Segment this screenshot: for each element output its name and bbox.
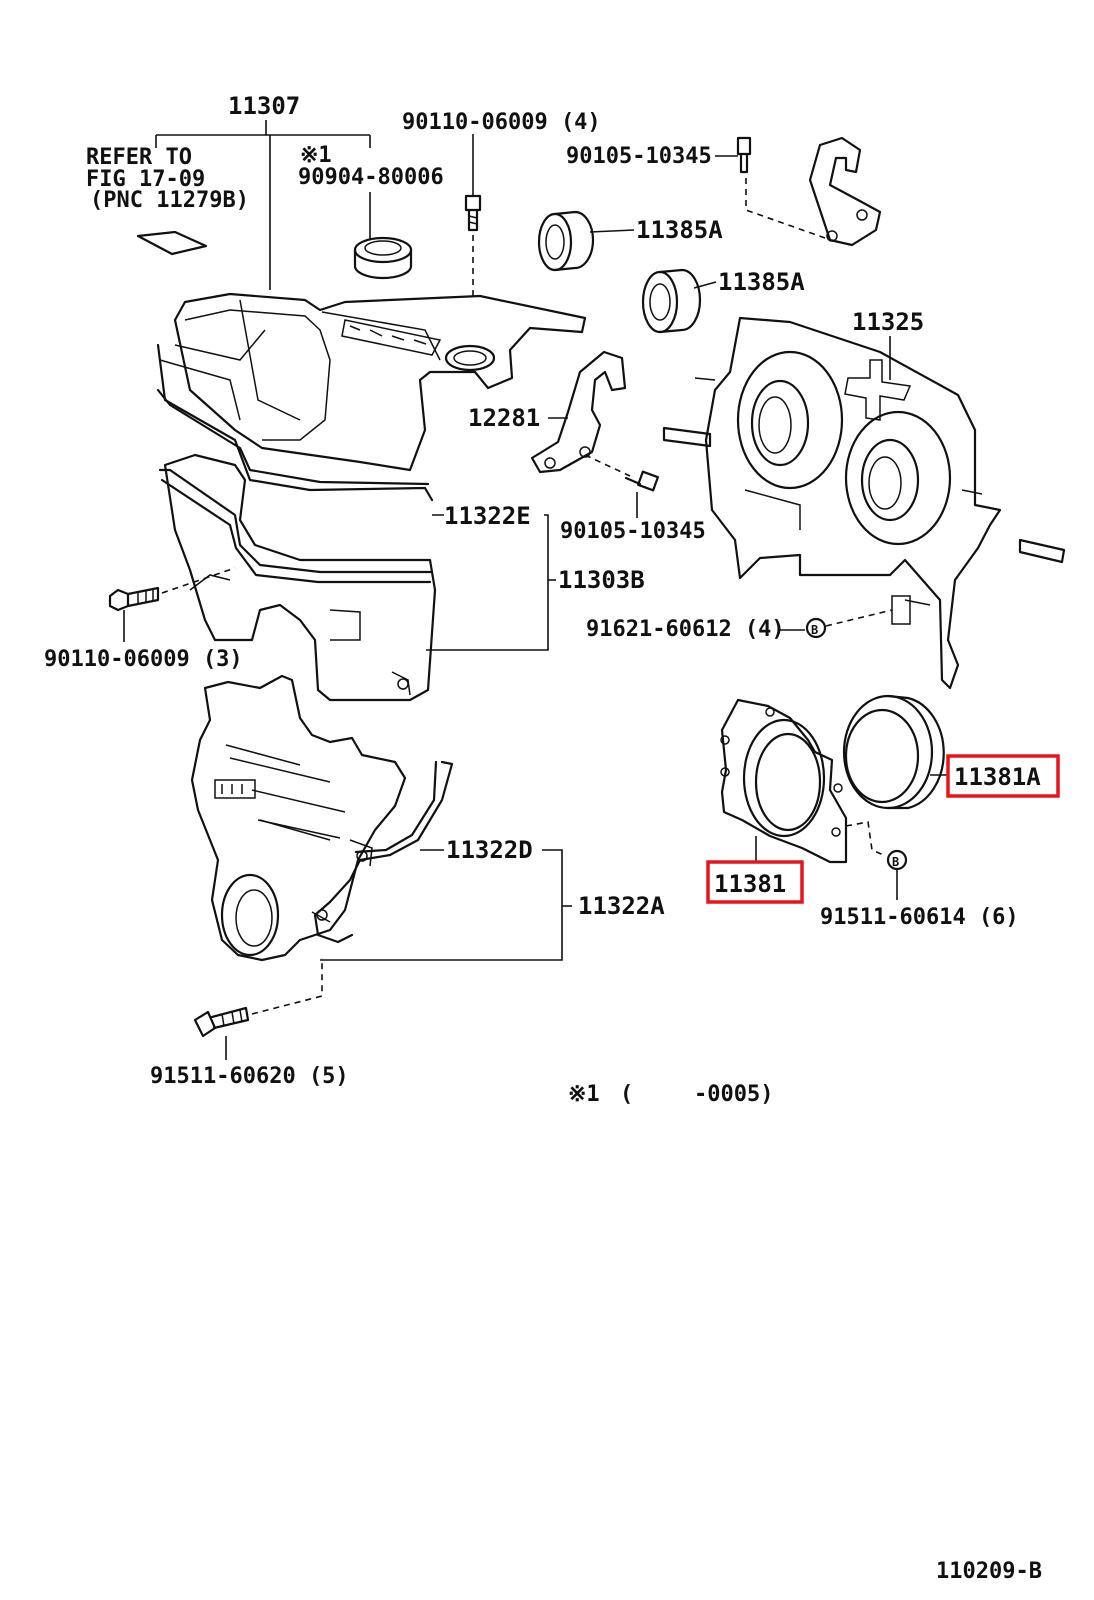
camshaft-seal-11385A-2 [641,268,702,334]
label-footnote-marker-1: ※1 [300,143,332,168]
highlight-box-11381 [706,860,804,904]
engine-hanger-bracket-12281 [530,350,627,474]
label-11322D: 11322D [446,836,533,864]
label-11381: 11381 [714,870,786,898]
nut-91621-60612: B [805,609,893,639]
label-91511-60614: 91511-60614 (6) [820,905,1019,930]
bolt-90110-06009-top [464,194,482,296]
label-11303B: 11303B [558,566,645,594]
label-90105-10345-top: 90105-10345 [566,144,712,169]
lower-cover-11322A [190,674,454,962]
label-91621-60612: 91621-60612 (4) [586,617,785,642]
footnote-open-paren: ( [620,1082,633,1107]
label-90105-10345-mid: 90105-10345 [560,519,706,544]
engine-hanger-bracket-top [808,136,882,247]
label-12281: 12281 [468,404,540,432]
label-11385A-1: 11385A [636,216,723,244]
label-refer-to-2: FIG 17-09 [86,167,205,192]
label-90110-06009-3: 90110-06009 (3) [44,647,243,672]
label-refer-to-3: (PNC 11279B) [90,188,249,213]
label-11322A: 11322A [578,892,665,920]
label-11325: 11325 [852,308,924,336]
label-11385A-2: 11385A [718,268,805,296]
bolt-90105-10345-mid [584,454,660,492]
svg-text:B: B [811,623,818,637]
label-91511-60620: 91511-60620 (5) [150,1064,349,1089]
label-refer-to-1: REFER TO [86,145,192,170]
bolt-91511-60614: B [845,821,908,871]
footnote-marker: ※1 [568,1082,600,1107]
bolt-90105-10345-top [736,136,826,239]
rear-oil-seal-11381A [842,694,945,810]
label-11322E: 11322E [444,502,531,530]
label-90110-06009-4: 90110-06009 (4) [402,110,601,135]
bolt-91511-60620 [193,958,323,1038]
part-labels: 11307 REFER TO FIG 17-09 (PNC 11279B) ※1… [44,92,1042,1584]
camshaft-seal-11385A-1 [537,210,595,272]
diagram-id: 110209-B [936,1559,1042,1584]
footnote-range: -0005) [694,1082,773,1107]
bolt-90110-06009-left [108,567,236,612]
oil-seal-retainer-11381 [720,698,848,864]
label-90904-80006: 90904-80006 [298,165,444,190]
seal-90904-80006 [353,236,413,280]
svg-text:B: B [892,855,899,869]
label-11381A: 11381A [954,763,1041,791]
timing-belt-cover-plate-11325 [662,316,1066,690]
label-11307: 11307 [228,92,300,120]
leader-lines [123,120,948,1060]
upper-cover-drawing [156,292,587,702]
highlight-box-11381A [946,754,1060,798]
gasket-square-drawing [136,230,208,256]
